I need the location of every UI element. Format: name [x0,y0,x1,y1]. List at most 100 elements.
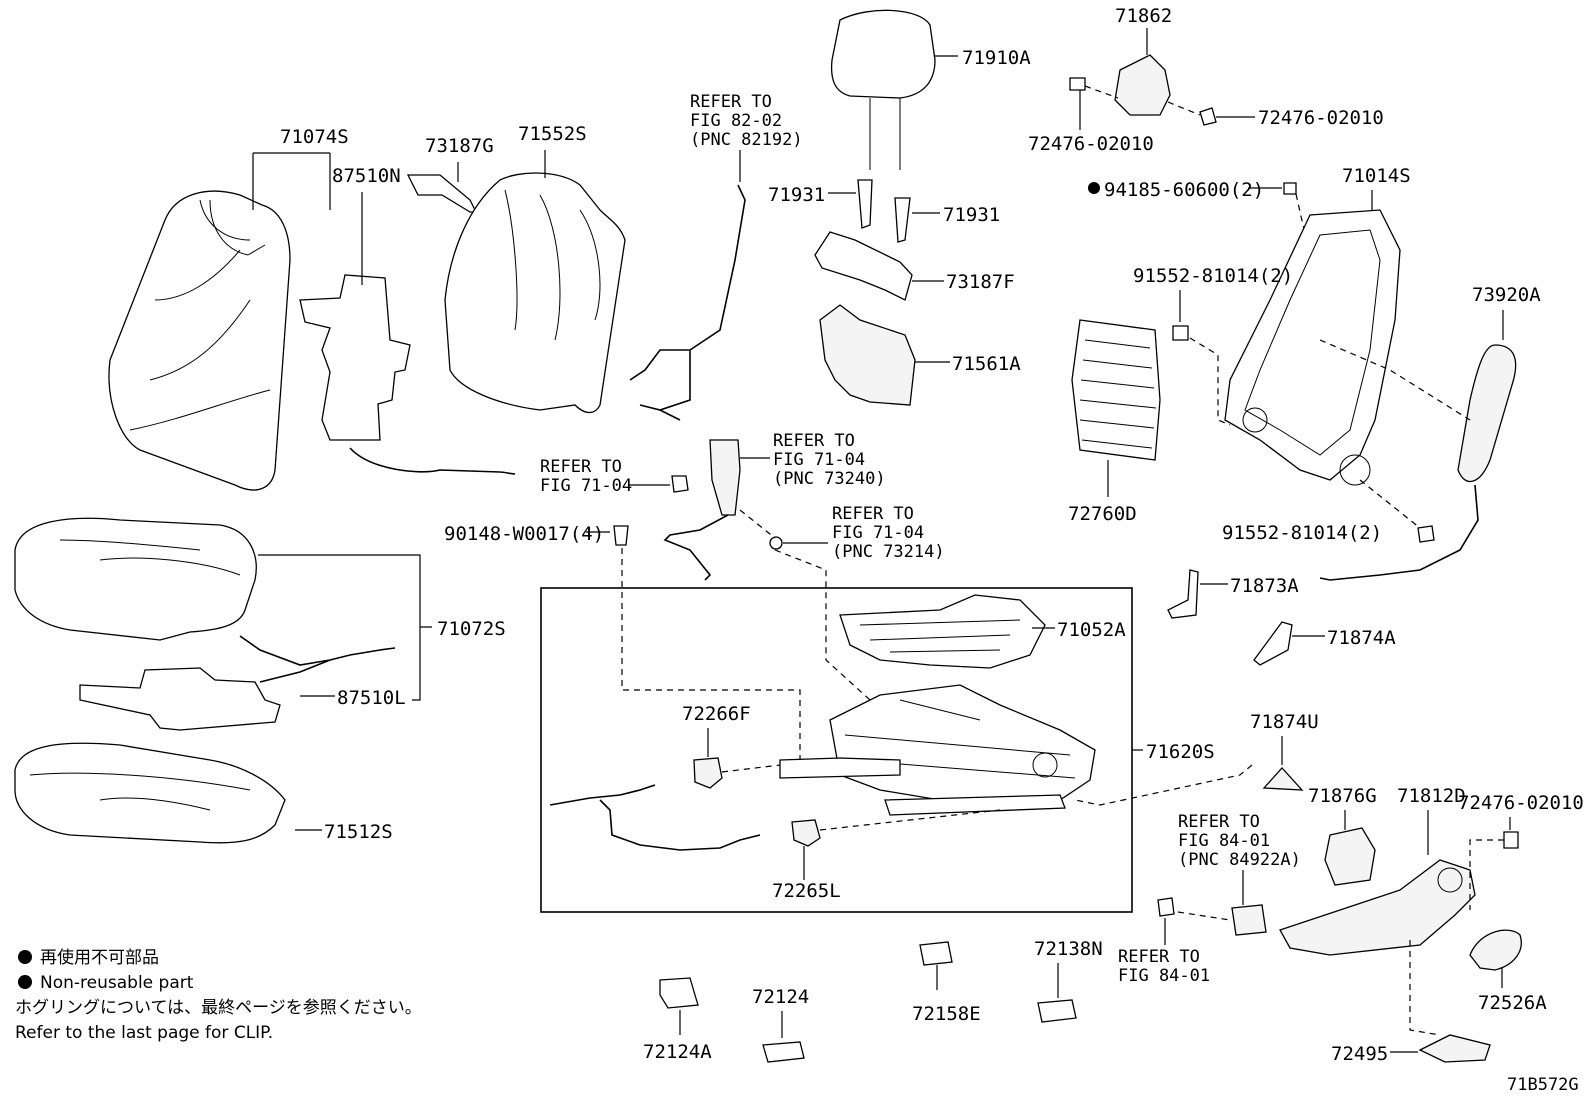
ref-71-04-b: REFER TO FIG 71-04 [540,457,632,496]
ref-71-04-b-line1: REFER TO [540,457,622,477]
part-71876G [1324,827,1376,886]
bolt-90148 [613,525,629,546]
connector-72265L [791,819,821,847]
cover-71862 [1114,54,1171,116]
label-71910A: 71910A [962,47,1031,69]
label-71552S: 71552S [518,123,587,145]
label-87510N: 87510N [332,165,401,187]
shield-71812D [1279,859,1476,956]
label-94185-60600: 94185-60600(2) [1104,179,1264,201]
label-87510L: 87510L [337,687,406,709]
ref-84-01-b-line2: FIG 84-01 [1118,966,1210,986]
label-71620S: 71620S [1146,741,1215,763]
label-72265L: 72265L [772,880,841,902]
ref-82-02-line1: REFER TO [690,92,772,112]
label-73920A: 73920A [1472,284,1541,306]
buckle-73240 [709,439,741,516]
ref-71-04-b-line2: FIG 71-04 [540,476,632,496]
legend-dot-en [18,975,32,989]
cover-72495 [1418,1034,1491,1063]
ref-71-04-c-line2: FIG 71-04 [832,523,924,543]
bolt-91552-bottom [1417,525,1435,543]
label-72476-02010-right: 72476-02010 [1458,792,1584,814]
frame-71014S [1224,209,1401,486]
bolt-72476-left [1069,77,1086,91]
ref-71-04-a-line2: FIG 71-04 [773,450,865,470]
label-71512S: 71512S [324,821,393,843]
label-72124: 72124 [752,986,809,1008]
ref-71-04-c-line1: REFER TO [832,504,914,524]
figure-id: 71B572G [1507,1075,1579,1095]
label-73187F: 73187F [946,271,1015,293]
label-71812D: 71812D [1397,785,1466,807]
ref-84-01-a: REFER TO FIG 84-01 (PNC 84922A) [1178,812,1301,870]
legend-en-nonreusable: Non-reusable part [40,973,194,993]
harness-87510L [239,635,396,683]
ref-84-01-b-line1: REFER TO [1118,947,1200,967]
label-91552-81014-bottom: 91552-81014(2) [1222,522,1382,544]
part-73187G [406,174,478,213]
label-72760D: 72760D [1068,503,1137,525]
ref-82-02: REFER TO FIG 82-02 (PNC 82192) [690,92,803,150]
bracket-73187F [814,231,913,301]
part-71874A [1253,621,1293,666]
clip-72138N [1037,999,1077,1023]
guides-71931 [857,179,911,243]
ref-84-01-b: REFER TO FIG 84-01 [1118,947,1210,986]
nut-71-04 [671,475,689,493]
seatback-cover-71074S [108,190,291,491]
label-90148-W0017: 90148-W0017(4) [444,523,604,545]
harness-82192 [629,184,746,421]
legend-dot-jp [18,950,32,964]
legend-jp-nonreusable: 再使用不可部品 [40,947,159,968]
legend-jp-clip-note: ホグリングについては、最終ページを参照ください。 [15,998,422,1018]
panel-71561A [819,304,916,406]
ref-71-04-c: REFER TO FIG 71-04 (PNC 73214) [832,504,945,562]
label-71874A: 71874A [1327,627,1396,649]
knob-72526A [1469,929,1522,971]
nonreusable-dot-94185 [1088,182,1100,194]
label-71931-left: 71931 [768,184,825,206]
harness-seat-track [549,784,761,851]
label-71072S: 71072S [437,618,506,640]
bolt-91552-top [1172,325,1189,341]
ref-84-01-a-line1: REFER TO [1178,812,1260,832]
ref-82-02-line2: FIG 82-02 [690,111,782,131]
seat-heater-87510N [299,274,516,475]
label-71931-right: 71931 [943,204,1000,226]
label-71876G: 71876G [1308,785,1377,807]
label-72476-02010-top-right: 72476-02010 [1258,107,1384,129]
bolt-72476-right-side [1503,831,1519,849]
screw-84-01 [1157,897,1175,917]
part-71874U [1262,767,1304,791]
label-72124A: 72124A [643,1041,712,1063]
clip-72158E [919,941,953,966]
label-91552-81014-top: 91552-81014(2) [1133,265,1293,287]
cushion-71072S [14,517,257,641]
heater-87510L [79,667,281,731]
label-71052A: 71052A [1057,619,1126,641]
clip-72124A [659,977,699,1009]
washer-73214 [769,536,783,550]
ref-71-04-a: REFER TO FIG 71-04 (PNC 73240) [773,431,886,489]
bolt-72476-right [1199,107,1217,126]
label-71874U: 71874U [1250,711,1319,733]
label-72495: 72495 [1331,1043,1388,1065]
label-72138N: 72138N [1034,938,1103,960]
sensor-72266F [693,757,723,789]
label-71074S: 71074S [280,126,349,148]
ref-71-04-a-line1: REFER TO [773,431,855,451]
switch-84922A [1231,904,1267,936]
cushion-pad-71512S [14,742,286,844]
seat-spring-71052A [839,594,1046,669]
label-71862: 71862 [1115,5,1172,27]
label-71014S: 71014S [1342,165,1411,187]
label-71561A: 71561A [952,353,1021,375]
label-72526A: 72526A [1478,992,1547,1014]
ref-84-01-a-line2: FIG 84-01 [1178,831,1270,851]
label-73187G: 73187G [425,135,494,157]
part-71873A [1167,569,1199,619]
nut-94185 [1283,182,1297,195]
legend-en-clip-note: Refer to the last page for CLIP. [15,1023,273,1043]
ref-71-04-c-line3: (PNC 73214) [832,542,945,562]
